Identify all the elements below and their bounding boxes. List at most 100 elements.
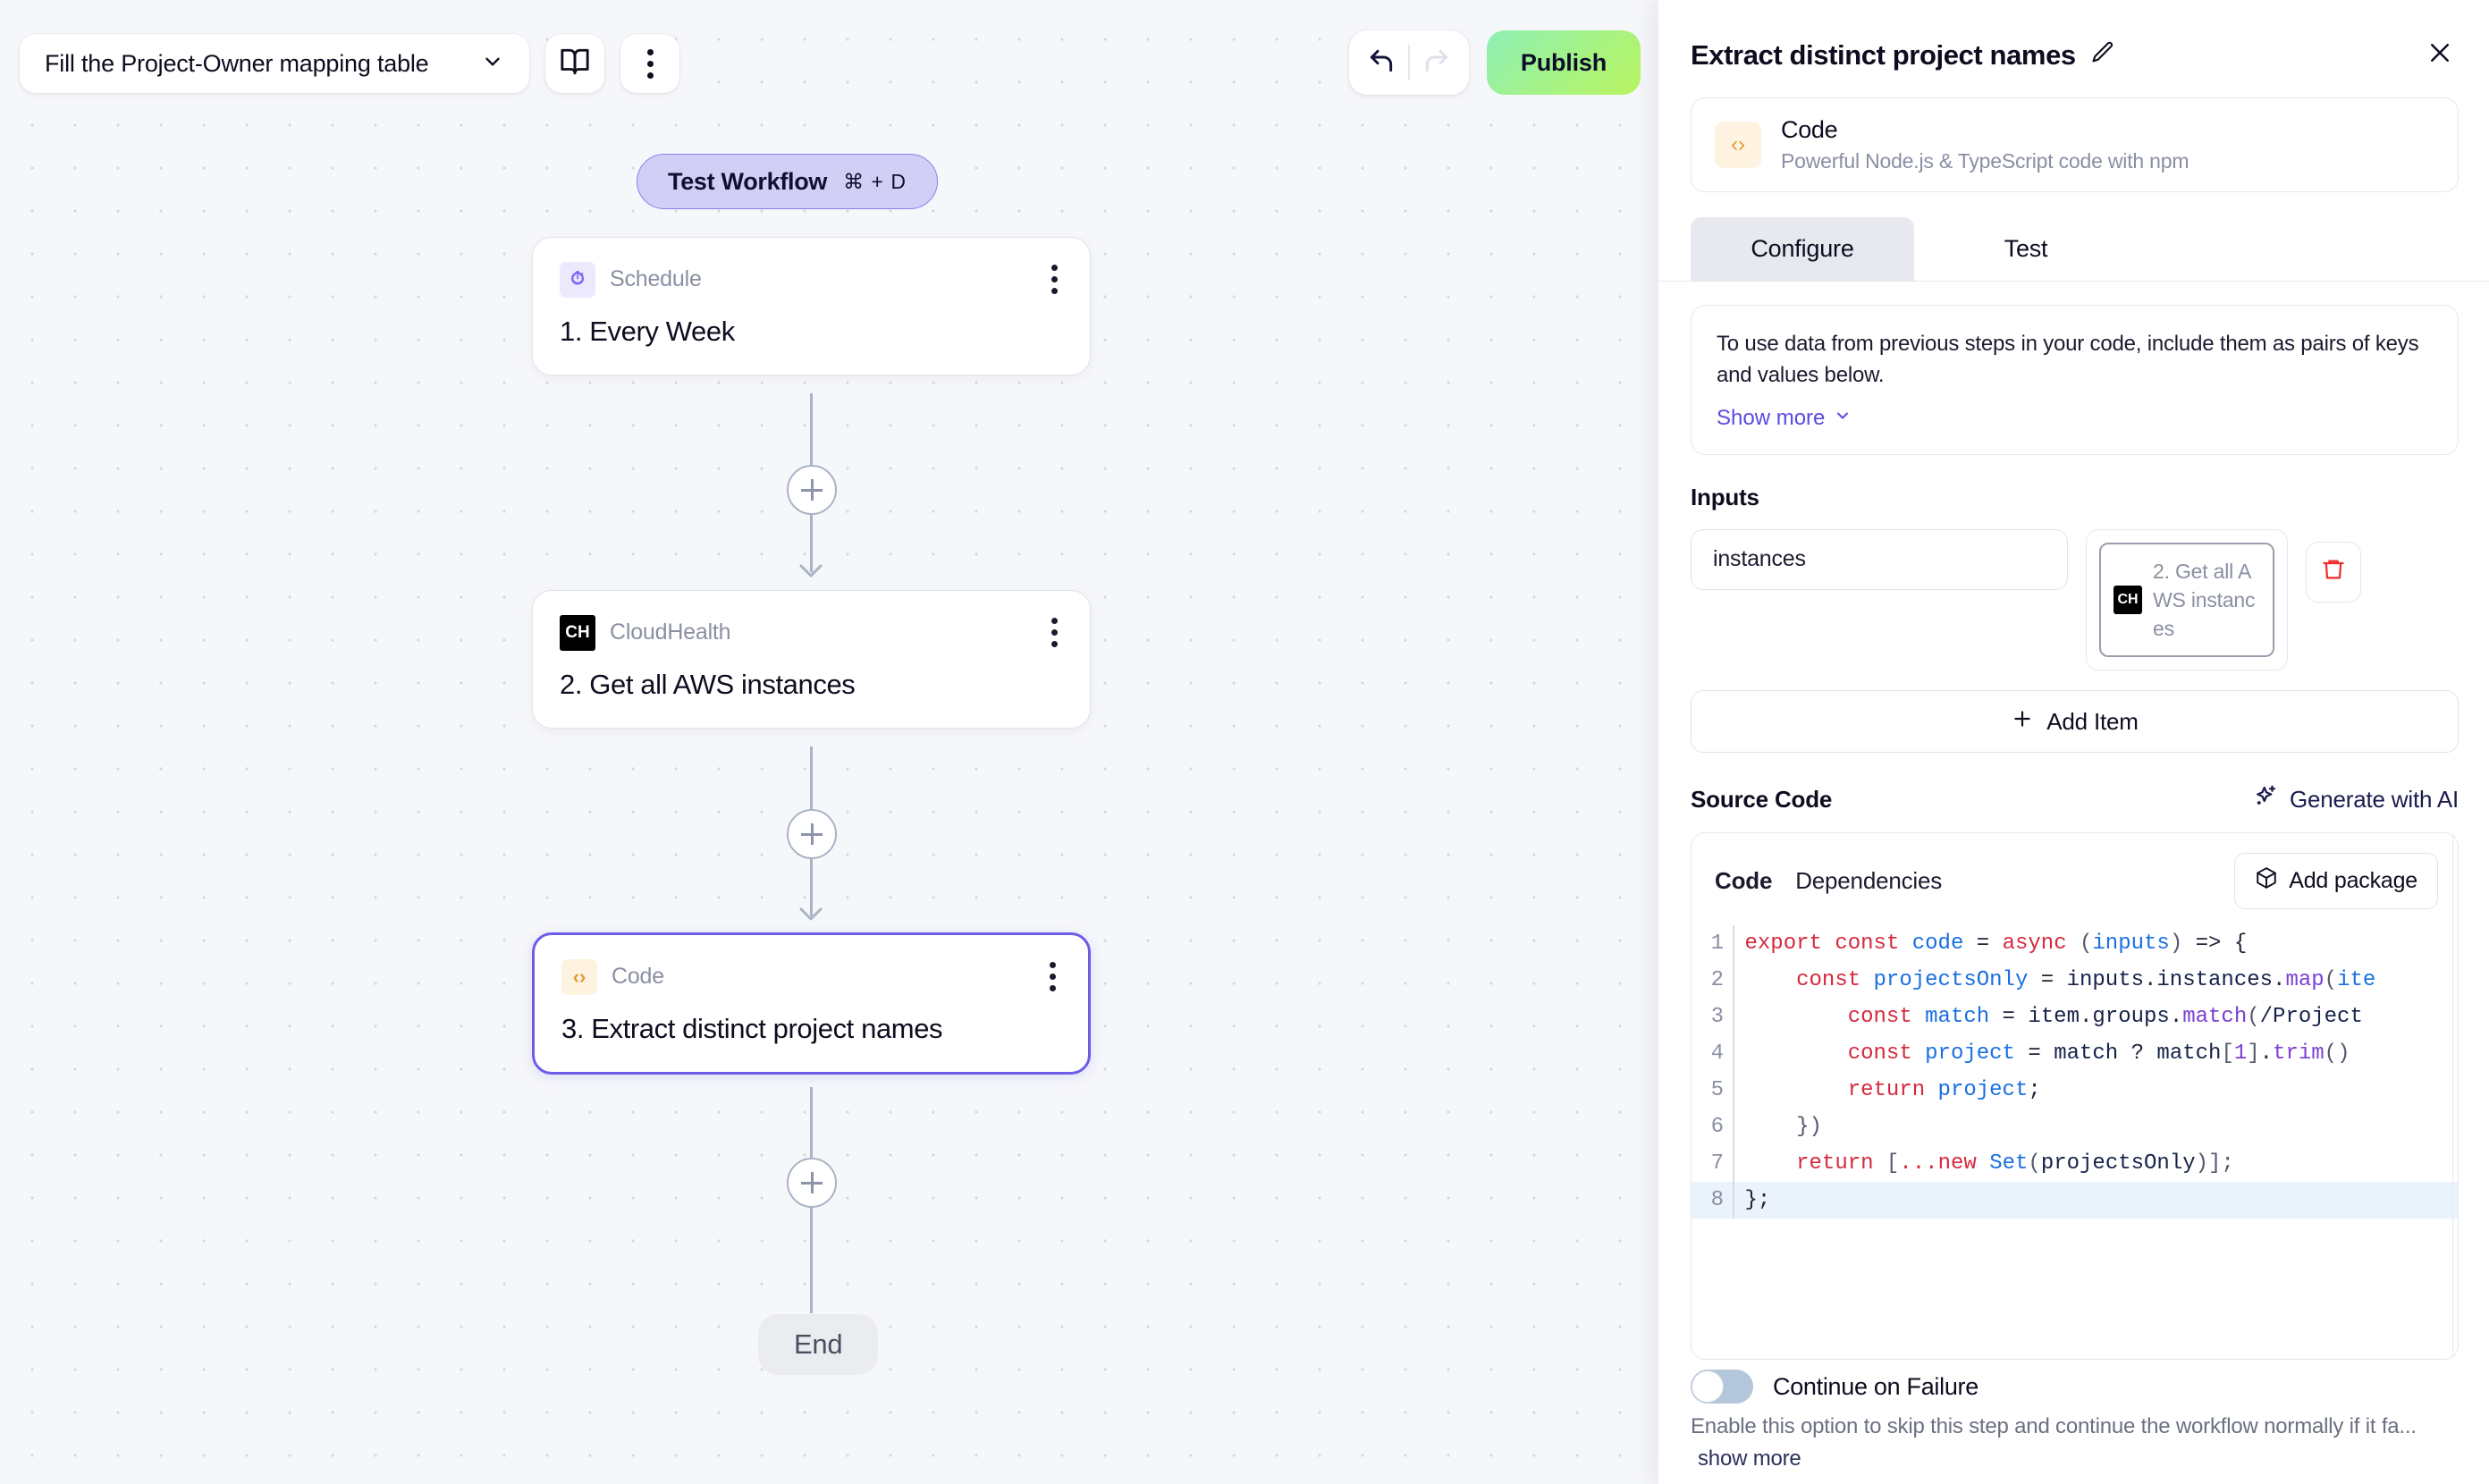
add-step-button-1[interactable] <box>787 465 837 515</box>
code-tab-dependencies[interactable]: Dependencies <box>1795 867 1943 895</box>
panel-title: Extract distinct project names <box>1691 38 2076 71</box>
node-app-label: CloudHealth <box>610 620 731 645</box>
continue-on-failure-toggle[interactable] <box>1691 1370 1753 1404</box>
panel-app-description: Powerful Node.js & TypeScript code with … <box>1781 149 2189 173</box>
code-line[interactable]: 5 return project; <box>1692 1072 2458 1109</box>
test-workflow-label: Test Workflow <box>668 167 828 195</box>
pencil-icon[interactable] <box>2090 40 2115 70</box>
code-line-text: return project; <box>1847 1078 2041 1103</box>
workflow-node-cloudhealth[interactable]: CH CloudHealth 2. Get all AWS instances <box>532 590 1091 729</box>
chevron-down-icon <box>481 50 504 78</box>
add-item-label: Add Item <box>2046 707 2139 735</box>
tab-test[interactable]: Test <box>2004 235 2048 262</box>
code-line[interactable]: 8}; <box>1692 1182 2458 1219</box>
footer-show-more-link[interactable]: show more <box>1698 1446 1801 1471</box>
delete-input-button[interactable] <box>2306 541 2361 603</box>
input-key-field[interactable] <box>1691 528 2068 590</box>
end-node[interactable]: End <box>758 1314 879 1375</box>
code-line[interactable]: 6 }) <box>1692 1109 2458 1146</box>
info-note-text: To use data from previous steps in your … <box>1717 332 2419 387</box>
input-value-wrapper[interactable]: CH 2. Get all AWS instances <box>2086 528 2288 671</box>
publish-button[interactable]: Publish <box>1486 30 1641 95</box>
cloudhealth-icon: CH <box>2114 585 2142 614</box>
workflow-canvas[interactable]: Fill the Project-Owner mapping table <box>0 0 1658 1484</box>
generate-with-ai-label: Generate with AI <box>2289 786 2459 814</box>
plus-icon <box>2011 707 2034 737</box>
code-line-text: const projectsOnly = inputs.instances.ma… <box>1796 968 2376 993</box>
code-line[interactable]: 2 const projectsOnly = inputs.instances.… <box>1692 962 2458 999</box>
continue-on-failure-label: Continue on Failure <box>1773 1372 1979 1400</box>
code-brackets-icon: ‹› <box>561 958 597 995</box>
code-line[interactable]: 7 return [...new Set(projectsOnly)]; <box>1692 1145 2458 1183</box>
source-code-header: Source Code Generate with AI <box>1691 783 2459 816</box>
code-line-number: 8 <box>1710 1188 1724 1213</box>
connector-line <box>810 746 813 845</box>
add-package-button[interactable]: Add package <box>2234 853 2438 910</box>
gutter-divider <box>1733 999 1734 1036</box>
add-step-button-2[interactable] <box>787 809 837 859</box>
workflow-node-schedule[interactable]: ⏱ Schedule 1. Every Week <box>532 237 1091 375</box>
canvas-toolbar-right: Publish <box>1349 30 1641 95</box>
tab-configure[interactable]: Configure <box>1691 217 1914 281</box>
code-line-number: 2 <box>1710 968 1724 993</box>
undo-icon <box>1367 46 1396 80</box>
docs-button[interactable] <box>545 34 604 93</box>
node-title: 2. Get all AWS instances <box>560 669 856 700</box>
generate-with-ai-button[interactable]: Generate with AI <box>2252 783 2459 816</box>
note-show-more-link[interactable]: Show more <box>1717 406 1852 431</box>
code-line-number: 5 <box>1710 1078 1724 1103</box>
code-line-number: 4 <box>1710 1041 1724 1067</box>
gutter-divider <box>1733 1072 1734 1109</box>
code-line-number: 7 <box>1710 1151 1724 1176</box>
add-step-button-3[interactable] <box>787 1158 837 1208</box>
workflow-more-button[interactable] <box>620 34 679 93</box>
panel-app-name: Code <box>1781 116 1838 143</box>
undo-button[interactable] <box>1354 30 1408 95</box>
end-label: End <box>794 1328 843 1360</box>
workflow-node-code[interactable]: ‹› Code 3. Extract distinct project name… <box>532 932 1091 1075</box>
add-package-label: Add package <box>2289 868 2417 894</box>
panel-app-card: ‹› Code Powerful Node.js & TypeScript co… <box>1691 97 2459 192</box>
node-app-label: Schedule <box>610 266 702 291</box>
more-vertical-icon <box>646 48 654 79</box>
code-line[interactable]: 3 const match = item.groups.match(/Proje… <box>1692 999 2458 1036</box>
gutter-divider <box>1733 962 1734 999</box>
connector-line <box>810 857 813 916</box>
package-icon <box>2255 866 2278 896</box>
panel-header: Extract distinct project names <box>1658 0 2489 76</box>
input-value-chip[interactable]: CH 2. Get all AWS instances <box>2099 542 2274 658</box>
chevron-down-icon <box>1834 406 1852 431</box>
gutter-divider <box>1733 1182 1734 1219</box>
code-line-text: return [...new Set(projectsOnly)]; <box>1796 1151 2234 1176</box>
code-line-text: export const code = async (inputs) => { <box>1744 932 2248 957</box>
gutter-divider <box>1733 925 1734 963</box>
source-code-heading: Source Code <box>1691 786 1833 814</box>
inputs-heading: Inputs <box>1691 483 1759 510</box>
input-row: CH 2. Get all AWS instances <box>1691 528 2459 671</box>
workflow-selector[interactable]: Fill the Project-Owner mapping table <box>20 34 529 93</box>
continue-on-failure-description: Enable this option to skip this step and… <box>1691 1414 2417 1438</box>
add-item-button[interactable]: Add Item <box>1691 690 2459 754</box>
code-tab-code[interactable]: Code <box>1715 867 1773 895</box>
arrow-head-icon <box>797 563 824 579</box>
node-more-icon[interactable] <box>1046 261 1063 298</box>
code-brackets-icon: ‹› <box>1715 122 1761 168</box>
test-workflow-shortcut: ⌘ + D <box>843 169 907 193</box>
node-more-icon[interactable] <box>1044 958 1061 995</box>
editor-scrollbar[interactable] <box>2445 833 2458 1360</box>
connector-line <box>810 1087 813 1185</box>
redo-button[interactable] <box>1410 30 1464 95</box>
code-line[interactable]: 4 const project = match ? match[1].trim(… <box>1692 1035 2458 1073</box>
canvas-toolbar-left: Fill the Project-Owner mapping table <box>20 34 679 93</box>
redo-icon <box>1422 46 1451 80</box>
code-editor-tabs: Code Dependencies Add package <box>1692 833 2458 925</box>
panel-tabs: Configure Test <box>1658 217 2489 282</box>
input-value-label: 2. Get all AWS instances <box>2153 559 2256 640</box>
close-icon[interactable] <box>2421 34 2459 76</box>
node-more-icon[interactable] <box>1046 614 1063 651</box>
book-icon <box>560 46 590 81</box>
test-workflow-button[interactable]: Test Workflow ⌘ + D <box>637 154 938 209</box>
